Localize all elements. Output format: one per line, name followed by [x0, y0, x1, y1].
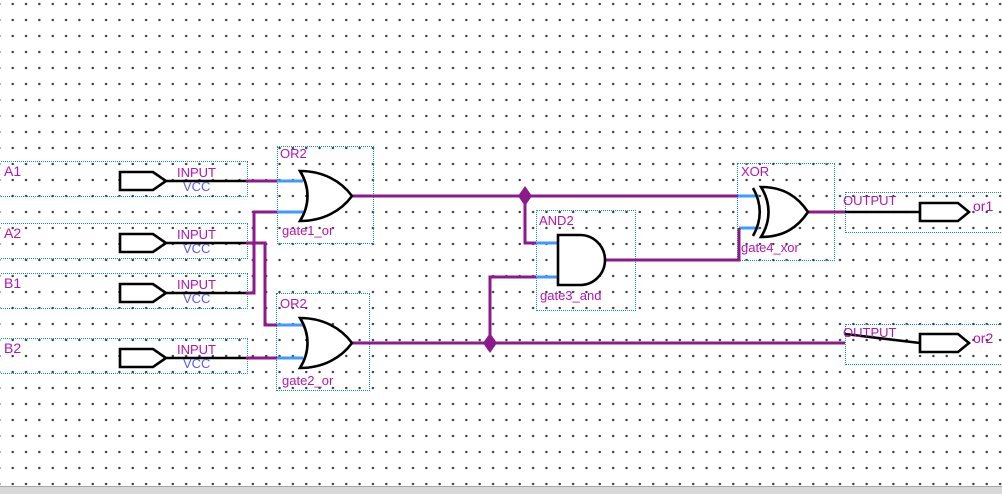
input-type-label-b1: INPUT [177, 277, 216, 292]
gate1-type-label: OR2 [280, 146, 307, 161]
xor-gate-symbol-gate4[interactable] [751, 185, 810, 239]
horizontal-scrollbar[interactable] [0, 486, 1002, 494]
gate3-instance-label[interactable]: gate3_and [540, 288, 602, 303]
selection-box-input-a2 [0, 223, 248, 259]
or-gate-symbol-gate2[interactable] [297, 316, 354, 370]
input-level-label-a2: VCC [183, 241, 211, 256]
wire-junction-bottom[interactable] [483, 333, 497, 353]
output-pin-symbol-or1[interactable] [845, 201, 972, 223]
net-branch-to-gate3-top[interactable] [523, 196, 536, 245]
selection-box-input-b1 [0, 273, 248, 309]
input-pin-name-b2[interactable]: B2 [4, 340, 22, 356]
output-pin-name-or2[interactable]: or2 [973, 330, 994, 346]
or-gate-symbol-gate1[interactable] [297, 169, 354, 223]
xor-gate4-body[interactable] [758, 185, 810, 239]
input-level-label-a1: VCC [183, 179, 211, 194]
output-type-label-or1: OUTPUT [843, 193, 897, 208]
input-pin-symbol-b2[interactable] [118, 347, 246, 369]
input-level-label-b2: VCC [183, 356, 211, 371]
gate1-instance-label[interactable]: gate1_or [282, 223, 334, 238]
input-pin-symbol-a1[interactable] [118, 170, 246, 192]
input-pin-name-a1[interactable]: A1 [4, 163, 22, 179]
input-type-label-a2: INPUT [177, 227, 216, 242]
output-or1-arrow[interactable] [918, 201, 972, 223]
xor-gate4-input-arc[interactable] [751, 187, 762, 237]
input-a2-arrow[interactable] [118, 232, 169, 254]
output-pin-symbol-or2[interactable] [844, 332, 972, 354]
input-b1-arrow[interactable] [118, 282, 169, 304]
selection-box-input-a1 [0, 161, 248, 197]
gate4-type-label: XOR [741, 164, 770, 179]
input-pin-name-a2[interactable]: A2 [4, 225, 22, 241]
net-a2-to-gate2[interactable] [246, 241, 277, 327]
output-or2-lead[interactable] [844, 332, 921, 345]
gate3-type-label: AND2 [539, 213, 574, 228]
gate2-type-label: OR2 [280, 296, 307, 311]
output-or2-arrow[interactable] [918, 332, 972, 354]
selection-box-output-or2 [845, 324, 1002, 365]
wire-junction-top[interactable] [518, 186, 532, 206]
gate4-instance-label[interactable]: gate4_xor [741, 240, 799, 255]
input-pin-symbol-a2[interactable] [118, 232, 246, 254]
net-b1-to-gate1[interactable] [246, 210, 277, 295]
input-type-label-b2: INPUT [177, 342, 216, 357]
input-b2-arrow[interactable] [118, 347, 169, 369]
output-pin-name-or1[interactable]: or1 [973, 198, 994, 214]
net-gate3-out-to-gate4[interactable] [603, 228, 741, 262]
input-type-label-a1: INPUT [177, 165, 216, 180]
and-gate-symbol-gate3[interactable] [556, 233, 607, 287]
output-type-label-or2: OUTPUT [843, 325, 897, 340]
gate2-instance-label[interactable]: gate2_or [282, 373, 334, 388]
input-a1-arrow[interactable] [118, 170, 169, 192]
selection-box-input-b2 [0, 338, 248, 374]
input-level-label-b1: VCC [183, 291, 211, 306]
net-branch-to-gate3-bottom[interactable] [488, 275, 536, 343]
input-pin-symbol-b1[interactable] [118, 282, 246, 304]
input-pin-name-b1[interactable]: B1 [4, 275, 22, 291]
